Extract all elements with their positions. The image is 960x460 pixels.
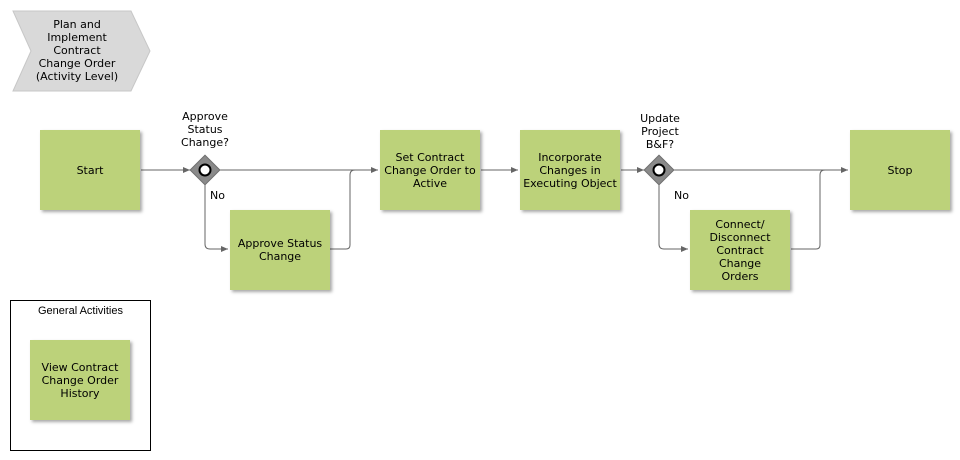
connector-gateway-no-to-connect [658, 185, 688, 252]
approve-status-change-label: Approve Status Change [237, 237, 323, 263]
stop-label: Stop [887, 163, 913, 177]
incorporate-changes-activity[interactable]: Incorporate Changes in Executing Object [520, 130, 620, 210]
view-history-activity[interactable]: View Contract Change Order History [30, 340, 130, 420]
connector-connect-to-stop [791, 169, 826, 250]
process-header-title: Plan and Implement Contract Change Order… [35, 18, 119, 83]
start-event[interactable]: Start [40, 130, 140, 210]
set-active-label: Set Contract Change Order to Active [384, 150, 476, 190]
gateway-approve-no-label: No [210, 189, 225, 202]
connect-disconnect-label: Connect/ Disconnect Contract Change Orde… [709, 217, 771, 283]
connect-disconnect-activity[interactable]: Connect/ Disconnect Contract Change Orde… [690, 210, 790, 290]
gateway-update-question: Update Project B&F? [640, 112, 680, 151]
approve-status-change-activity[interactable]: Approve Status Change [230, 210, 330, 290]
general-activities-title: General Activities [38, 305, 123, 317]
gateway-approve-question: Approve Status Change? [181, 110, 229, 149]
start-label: Start [76, 163, 104, 177]
process-header-chevron [12, 10, 151, 92]
view-history-label: View Contract Change Order History [41, 360, 119, 400]
gateway-approve-status [189, 154, 221, 186]
gateway-update-project [643, 154, 675, 186]
gateway-update-no-label: No [674, 189, 689, 202]
connector-gateway-no-to-approve [204, 185, 228, 252]
connector-approve-to-set-active [330, 169, 356, 250]
stop-event[interactable]: Stop [850, 130, 950, 210]
set-active-activity[interactable]: Set Contract Change Order to Active [380, 130, 480, 210]
incorporate-changes-label: Incorporate Changes in Executing Object [523, 150, 617, 190]
